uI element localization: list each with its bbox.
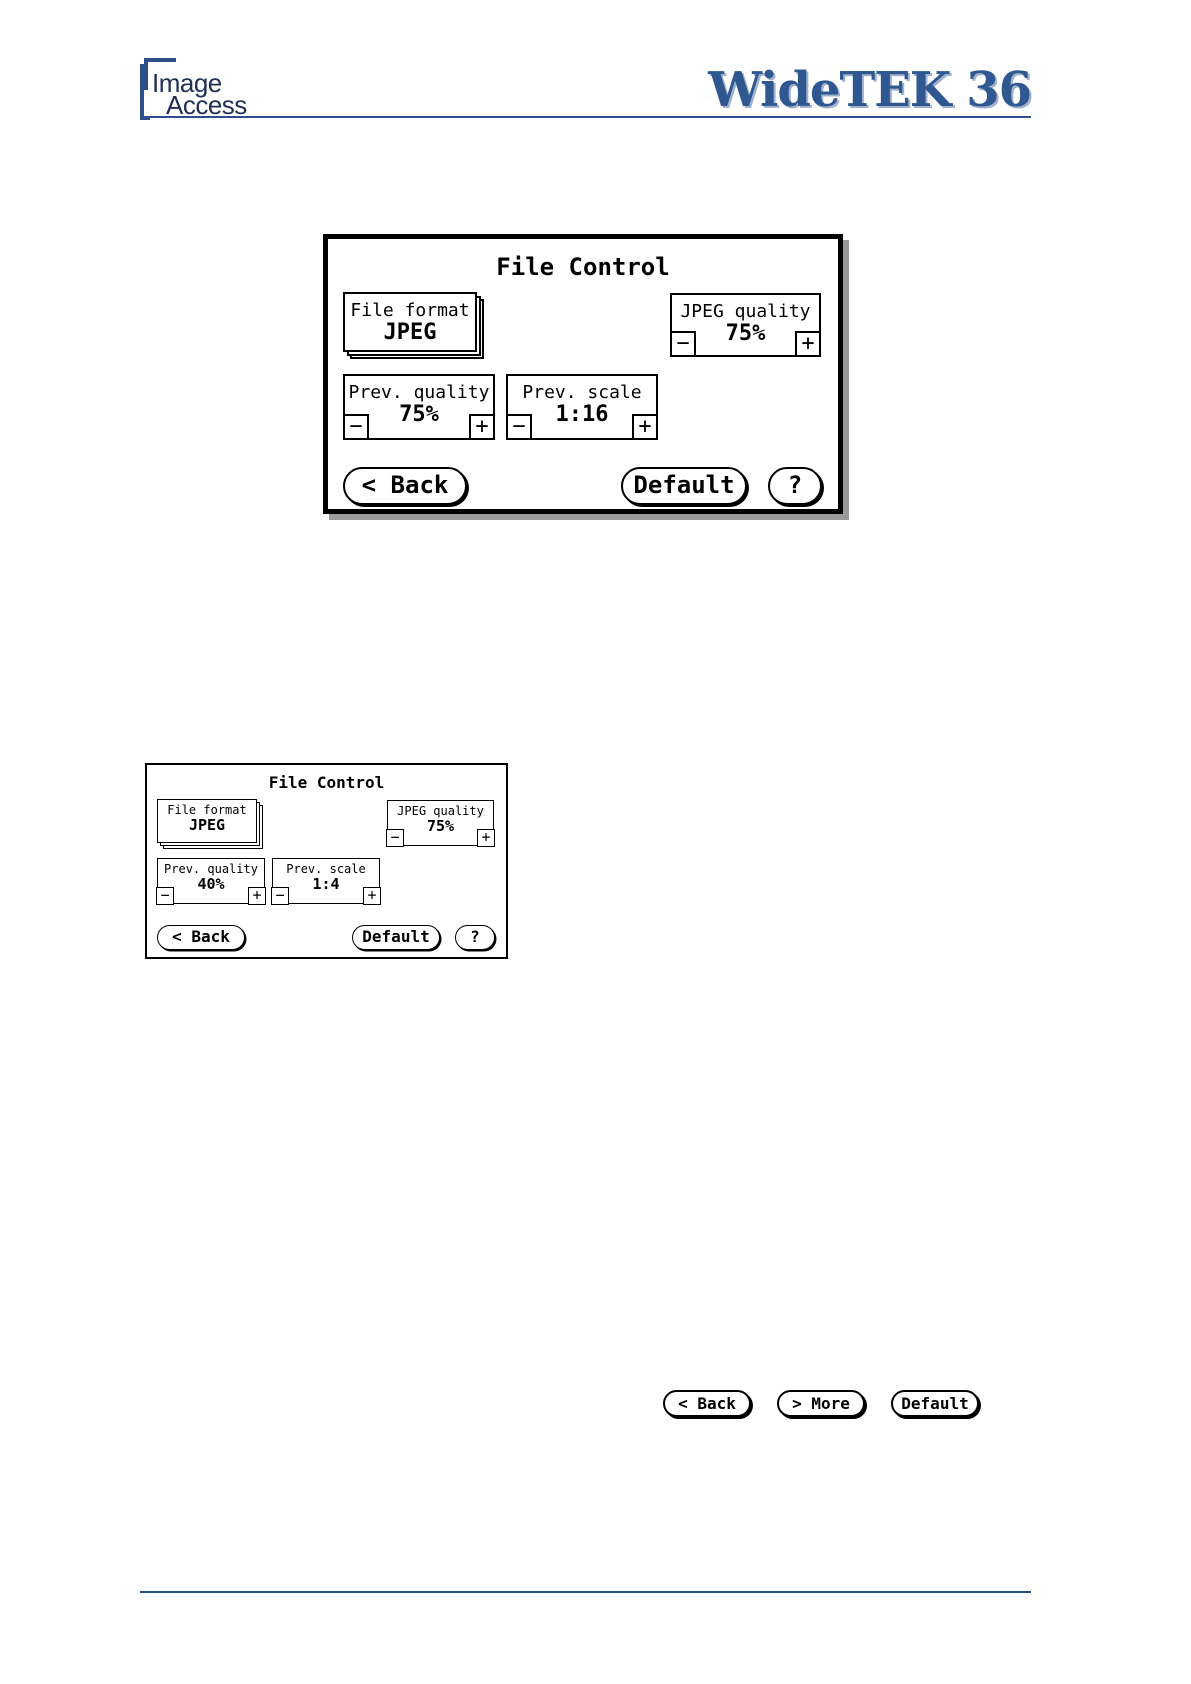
jpeg-quality-minus-button[interactable]: − [670, 331, 696, 357]
help-button[interactable]: ? [768, 467, 822, 505]
prev-quality-minus-button[interactable]: − [343, 414, 369, 440]
file-format-value: JPEG [158, 817, 256, 833]
jpeg-quality-label: JPEG quality [388, 804, 493, 818]
prev-scale-plus-button[interactable]: + [363, 887, 381, 905]
default-button[interactable]: Default [891, 1390, 979, 1417]
logo-text-line2: Access [166, 92, 247, 118]
prev-quality-minus-button[interactable]: − [156, 887, 174, 905]
jpeg-quality-plus-button[interactable]: + [795, 331, 821, 357]
file-format-label: File format [345, 300, 475, 321]
prev-quality-label: Prev. quality [345, 382, 493, 403]
jpeg-quality-minus-button[interactable]: − [386, 829, 404, 847]
file-control-screen-large: File Control File format JPEG JPEG quali… [323, 234, 843, 514]
prev-scale-minus-button[interactable]: − [271, 887, 289, 905]
help-button[interactable]: ? [455, 925, 495, 950]
jpeg-quality-plus-button[interactable]: + [477, 829, 495, 847]
footer-rule [140, 1591, 1031, 1593]
more-button[interactable]: > More [777, 1390, 865, 1417]
file-format-button[interactable]: File format JPEG [157, 799, 257, 843]
prev-scale-control: Prev. scale 1:4 − + [272, 858, 380, 904]
prev-quality-control: Prev. quality 75% − + [343, 374, 495, 440]
jpeg-quality-control: JPEG quality 75% − + [387, 800, 494, 846]
file-control-screen-small: File Control File format JPEG JPEG quali… [145, 763, 508, 959]
prev-quality-plus-button[interactable]: + [469, 414, 495, 440]
prev-scale-label: Prev. scale [273, 862, 379, 876]
back-button[interactable]: < Back [663, 1390, 751, 1417]
jpeg-quality-label: JPEG quality [672, 301, 819, 322]
header-rule [140, 116, 1031, 118]
screen-title: File Control [147, 773, 506, 792]
prev-scale-control: Prev. scale 1:16 − + [506, 374, 658, 440]
file-format-value: JPEG [345, 321, 475, 345]
screen-title: File Control [328, 253, 838, 281]
default-button[interactable]: Default [352, 925, 440, 950]
back-button[interactable]: < Back [157, 925, 245, 950]
prev-scale-minus-button[interactable]: − [506, 414, 532, 440]
prev-quality-control: Prev. quality 40% − + [157, 858, 265, 904]
jpeg-quality-control: JPEG quality 75% − + [670, 293, 821, 357]
file-format-button[interactable]: File format JPEG [343, 292, 477, 352]
prev-quality-label: Prev. quality [158, 862, 264, 876]
file-format-label: File format [158, 803, 256, 817]
product-title: WideTEK 36 [708, 62, 1031, 118]
prev-quality-plus-button[interactable]: + [248, 887, 266, 905]
prev-scale-label: Prev. scale [508, 382, 656, 403]
default-button[interactable]: Default [621, 467, 747, 505]
prev-scale-plus-button[interactable]: + [632, 414, 658, 440]
back-button[interactable]: < Back [343, 467, 467, 505]
logo-frame-left [140, 64, 150, 120]
image-access-logo: Image Access [140, 54, 260, 120]
